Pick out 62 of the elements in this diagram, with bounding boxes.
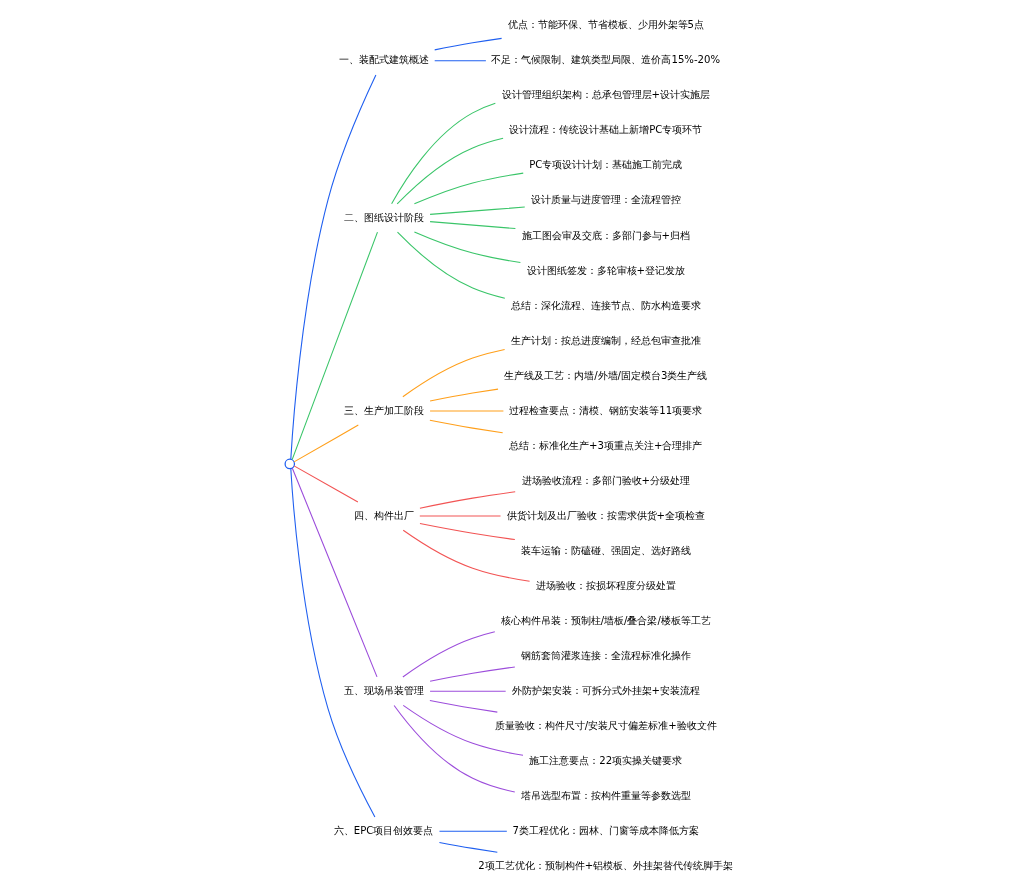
node-text: 供货计划及出厂验收：按需求供货+全项检查	[506, 509, 706, 521]
node-circle	[284, 458, 296, 470]
node-text: 核心构件吊装：预制柱/墙板/叠合梁/楼板等工艺	[500, 614, 711, 626]
node-text: 总结：深化流程、连接节点、防水构造要求	[510, 299, 701, 311]
node-text: 装车运输：防磕碰、强固定、选好路线	[520, 544, 691, 556]
connector	[419, 522, 516, 541]
node-text: 进场验收流程：多部门验收+分级处理	[521, 474, 691, 486]
connector	[396, 231, 506, 299]
connector	[419, 491, 516, 509]
node-text: 六、EPC项目创效要点	[333, 824, 434, 836]
node-text: 不足：气候限制、建筑类型局限、造价高15%-20%	[491, 54, 721, 66]
node-text: 设计质量与进度管理：全流程管控	[530, 194, 681, 206]
node-text: 三、生产加工阶段	[343, 404, 424, 416]
connector	[290, 74, 377, 460]
connector	[429, 206, 526, 215]
node-text: 生产计划：按总进度编制，经总包审查批准	[510, 334, 701, 346]
connector	[402, 631, 496, 678]
node-text: 一、装配式建筑概述	[338, 54, 429, 66]
node-text: 二、图纸设计阶段	[343, 211, 424, 223]
connector	[402, 348, 506, 398]
node-text: 生产线及工艺：内墙/外墙/固定模台3类生产线	[504, 369, 708, 381]
connector	[293, 465, 359, 503]
node-text: 钢筋套筒灌浆连接：全流程标准化操作	[520, 649, 691, 661]
node-text: 设计图纸签发：多轮审核+登记发放	[526, 264, 686, 276]
connector	[429, 699, 498, 713]
connector	[429, 388, 499, 402]
node-text: 质量验收：构件尺寸/安装尺寸偏差标准+验收文件	[494, 719, 717, 731]
node-text: 进场验收：按损坏程度分级处置	[535, 579, 676, 591]
node-text: 施工注意要点：22项实操关键要求	[529, 754, 683, 766]
connector	[396, 137, 504, 205]
connector	[293, 424, 359, 463]
connector	[402, 704, 524, 756]
node-text: 优点：节能环保、节省模板、少用外架等5点	[507, 19, 705, 31]
node-text: 外防护架安装：可拆分式外挂架+安装流程	[511, 684, 701, 696]
connector	[413, 231, 521, 264]
node-text: 塔吊选型布置：按构件重量等参数选型	[520, 789, 691, 801]
connector	[291, 231, 379, 461]
connector	[434, 60, 487, 62]
node-text: 7类工程优化：园林、门窗等成本降低方案	[512, 824, 700, 836]
connector	[429, 419, 504, 434]
connector	[391, 102, 496, 205]
connector	[429, 221, 516, 230]
node-text: 过程检查要点：清模、钢筋安装等11项要求	[509, 404, 703, 416]
node-text: 设计管理组织架构：总承包管理层+设计实施层	[501, 89, 711, 101]
node-text: 总结：标准化生产+3项重点关注+合理排产	[509, 439, 703, 451]
node-text: 五、现场吊装管理	[343, 684, 424, 696]
connector	[429, 690, 507, 692]
node-text: 四、构件出厂	[353, 509, 414, 521]
node-text: 设计流程：传统设计基础上新增PC专项环节	[509, 124, 703, 136]
node-text: PC专项设计计划：基础施工前完成	[529, 159, 683, 171]
connector	[291, 467, 378, 678]
connector	[438, 830, 508, 832]
connector	[393, 704, 516, 793]
connector	[290, 468, 376, 818]
connector	[434, 37, 503, 51]
connector	[413, 172, 524, 205]
connector	[419, 515, 502, 517]
connector	[402, 529, 531, 582]
connector	[429, 666, 516, 682]
node-text: 施工图会审及交底：多部门参与+归档	[521, 229, 691, 241]
connector	[438, 841, 498, 853]
node-text: 2项工艺优化：预制构件+铝模板、外挂架替代传统脚手架	[478, 859, 734, 871]
